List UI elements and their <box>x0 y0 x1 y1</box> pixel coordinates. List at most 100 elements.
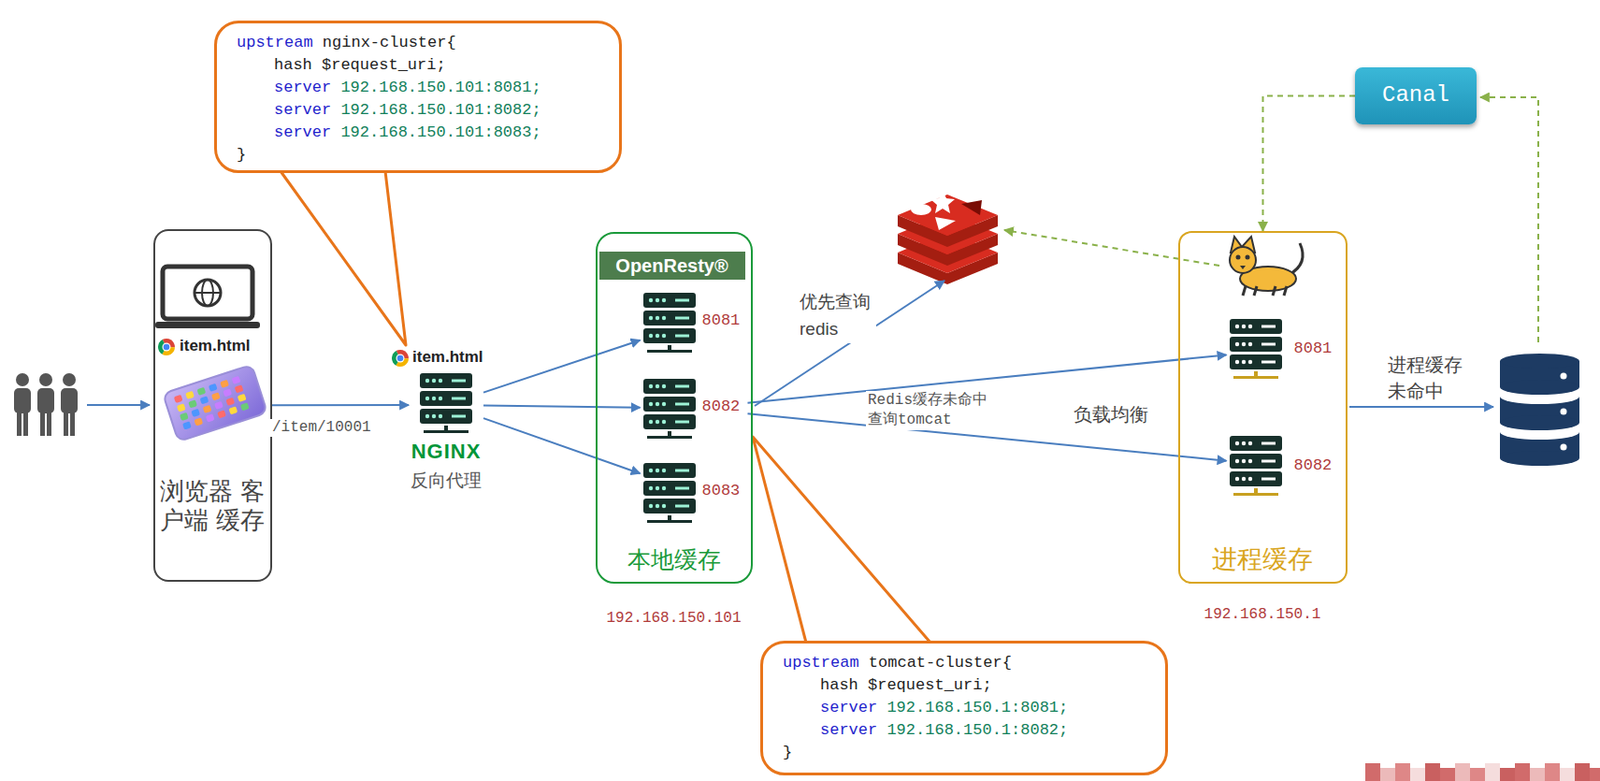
server-icon-part <box>1248 459 1253 463</box>
watermark-part <box>1529 767 1545 781</box>
users-icon-part <box>46 409 52 436</box>
server-icon-part <box>1248 476 1253 481</box>
phone-icon-part <box>219 379 230 389</box>
callout-tail-part <box>752 436 931 643</box>
node-title: 8081 <box>1294 339 1333 359</box>
server-icon-part <box>675 504 690 508</box>
phone-icon-part <box>208 383 218 392</box>
browser-icon-part <box>162 343 172 352</box>
file-name: item.html <box>177 336 253 356</box>
code-token: 192.168.150.1:8082; <box>877 720 1068 739</box>
redis-icon-part <box>961 200 982 216</box>
server-icon-part <box>1248 324 1253 329</box>
phone-icon-part <box>234 384 245 393</box>
users-icon-part <box>63 409 69 436</box>
users-icon-part <box>39 373 53 387</box>
code-line: server 192.168.150.101:8081; <box>273 76 612 100</box>
connector-arrow <box>483 418 641 474</box>
server-icon-part <box>675 385 690 389</box>
server-icon-part <box>1248 441 1253 446</box>
users-icon-part <box>62 373 76 387</box>
phone-icon-part <box>225 397 235 406</box>
database-icon-part <box>1499 450 1580 466</box>
server-icon-part <box>1241 441 1246 446</box>
tomcat-icon-part <box>1245 255 1251 260</box>
server-icon-part <box>655 316 660 320</box>
node-text: 192.168.150.1 <box>1150 605 1376 624</box>
server-icon-part <box>1241 459 1246 463</box>
code-token: $request_uri; <box>858 676 993 694</box>
watermark-part <box>1470 767 1485 781</box>
server-icon-part <box>648 468 653 473</box>
phone-icon-part <box>231 375 242 385</box>
redis-icon-part <box>930 190 955 214</box>
server-icon-part <box>1235 476 1240 481</box>
node-title: 进程缓存 <box>1178 544 1348 575</box>
config-callout: upstream nginx-cluster{hash $request_uri… <box>214 20 622 173</box>
code-token: server <box>820 720 878 739</box>
flow-note: 优先查询 redis <box>797 288 877 344</box>
node-title: 8081 <box>702 311 741 331</box>
server-icon-part <box>647 519 692 523</box>
openresty-box: 808180828083OpenResty®本地缓存192.168.150.10… <box>595 231 753 584</box>
users-icon-part <box>70 409 75 436</box>
server-icon-part <box>1235 324 1240 329</box>
phone-icon-part <box>187 399 198 408</box>
phone-icon-part <box>240 402 250 411</box>
server-icon-part <box>648 419 653 424</box>
code-token: 192.168.150.101:8082; <box>331 100 541 119</box>
server-node: 8083 <box>640 461 749 524</box>
phone-icon-part <box>202 404 213 414</box>
server-icon-part <box>1233 492 1279 496</box>
node-title: 8082 <box>1294 456 1333 476</box>
server-icon-part <box>432 378 436 383</box>
redis-icon <box>897 190 998 285</box>
phone-icon-part <box>211 391 221 401</box>
server-icon-part <box>643 480 696 496</box>
server-icon-part <box>425 414 430 419</box>
server-icon-part <box>648 333 653 338</box>
server-icon <box>643 292 696 353</box>
code-token: 192.168.150.101:8081; <box>331 78 541 97</box>
database-icon-part <box>1560 444 1568 451</box>
server-icon-part <box>655 486 660 491</box>
edge-label: /item/10001 <box>270 418 374 437</box>
nginx-proxy: item.htmlNGINX反向代理 <box>408 344 484 466</box>
users-icon-part <box>40 409 45 436</box>
server-node: 8082 <box>640 377 749 440</box>
phone-icon-part <box>179 412 189 421</box>
tomcat-icon-part <box>1236 255 1241 260</box>
server-icon-part <box>675 469 690 473</box>
node-title: 浏览器 客户端 缓存 <box>153 476 273 535</box>
flow-note: 负载均衡 <box>1071 403 1151 426</box>
server-icon-part <box>655 468 660 473</box>
browser-icon-part <box>396 354 405 363</box>
callout-tail-part <box>752 436 931 643</box>
watermark-part <box>1380 767 1396 781</box>
node-title: OpenResty® <box>599 251 746 280</box>
edge-label: Redis缓存未命中 查询tomcat <box>865 390 1007 431</box>
server-icon-part <box>648 384 653 389</box>
watermark-part <box>1514 763 1530 781</box>
server-icon-part <box>438 378 443 383</box>
server-icon-part <box>1261 360 1276 364</box>
server-icon-part <box>438 396 443 401</box>
tomcat-icon-part <box>1254 286 1257 296</box>
server-icon-part <box>647 349 692 353</box>
phone-icon-part <box>190 408 201 418</box>
phone-icon-part <box>205 413 216 422</box>
database-icon-part <box>1560 373 1568 380</box>
users-icon <box>14 373 78 436</box>
connector-arrow <box>483 405 641 408</box>
code-token: 192.168.150.101:8083; <box>331 123 541 142</box>
connector-arrow <box>483 340 641 393</box>
code-token: upstream <box>782 653 860 672</box>
code-line: server 192.168.150.101:8083; <box>273 121 612 145</box>
server-icon-part <box>1248 360 1253 364</box>
code-token: } <box>236 145 246 164</box>
users-icon-part <box>23 409 29 436</box>
code-token: upstream <box>236 33 314 52</box>
server-icon-part <box>675 317 690 320</box>
binlog-arrow <box>1480 97 1539 343</box>
watermark-part <box>1410 767 1426 781</box>
